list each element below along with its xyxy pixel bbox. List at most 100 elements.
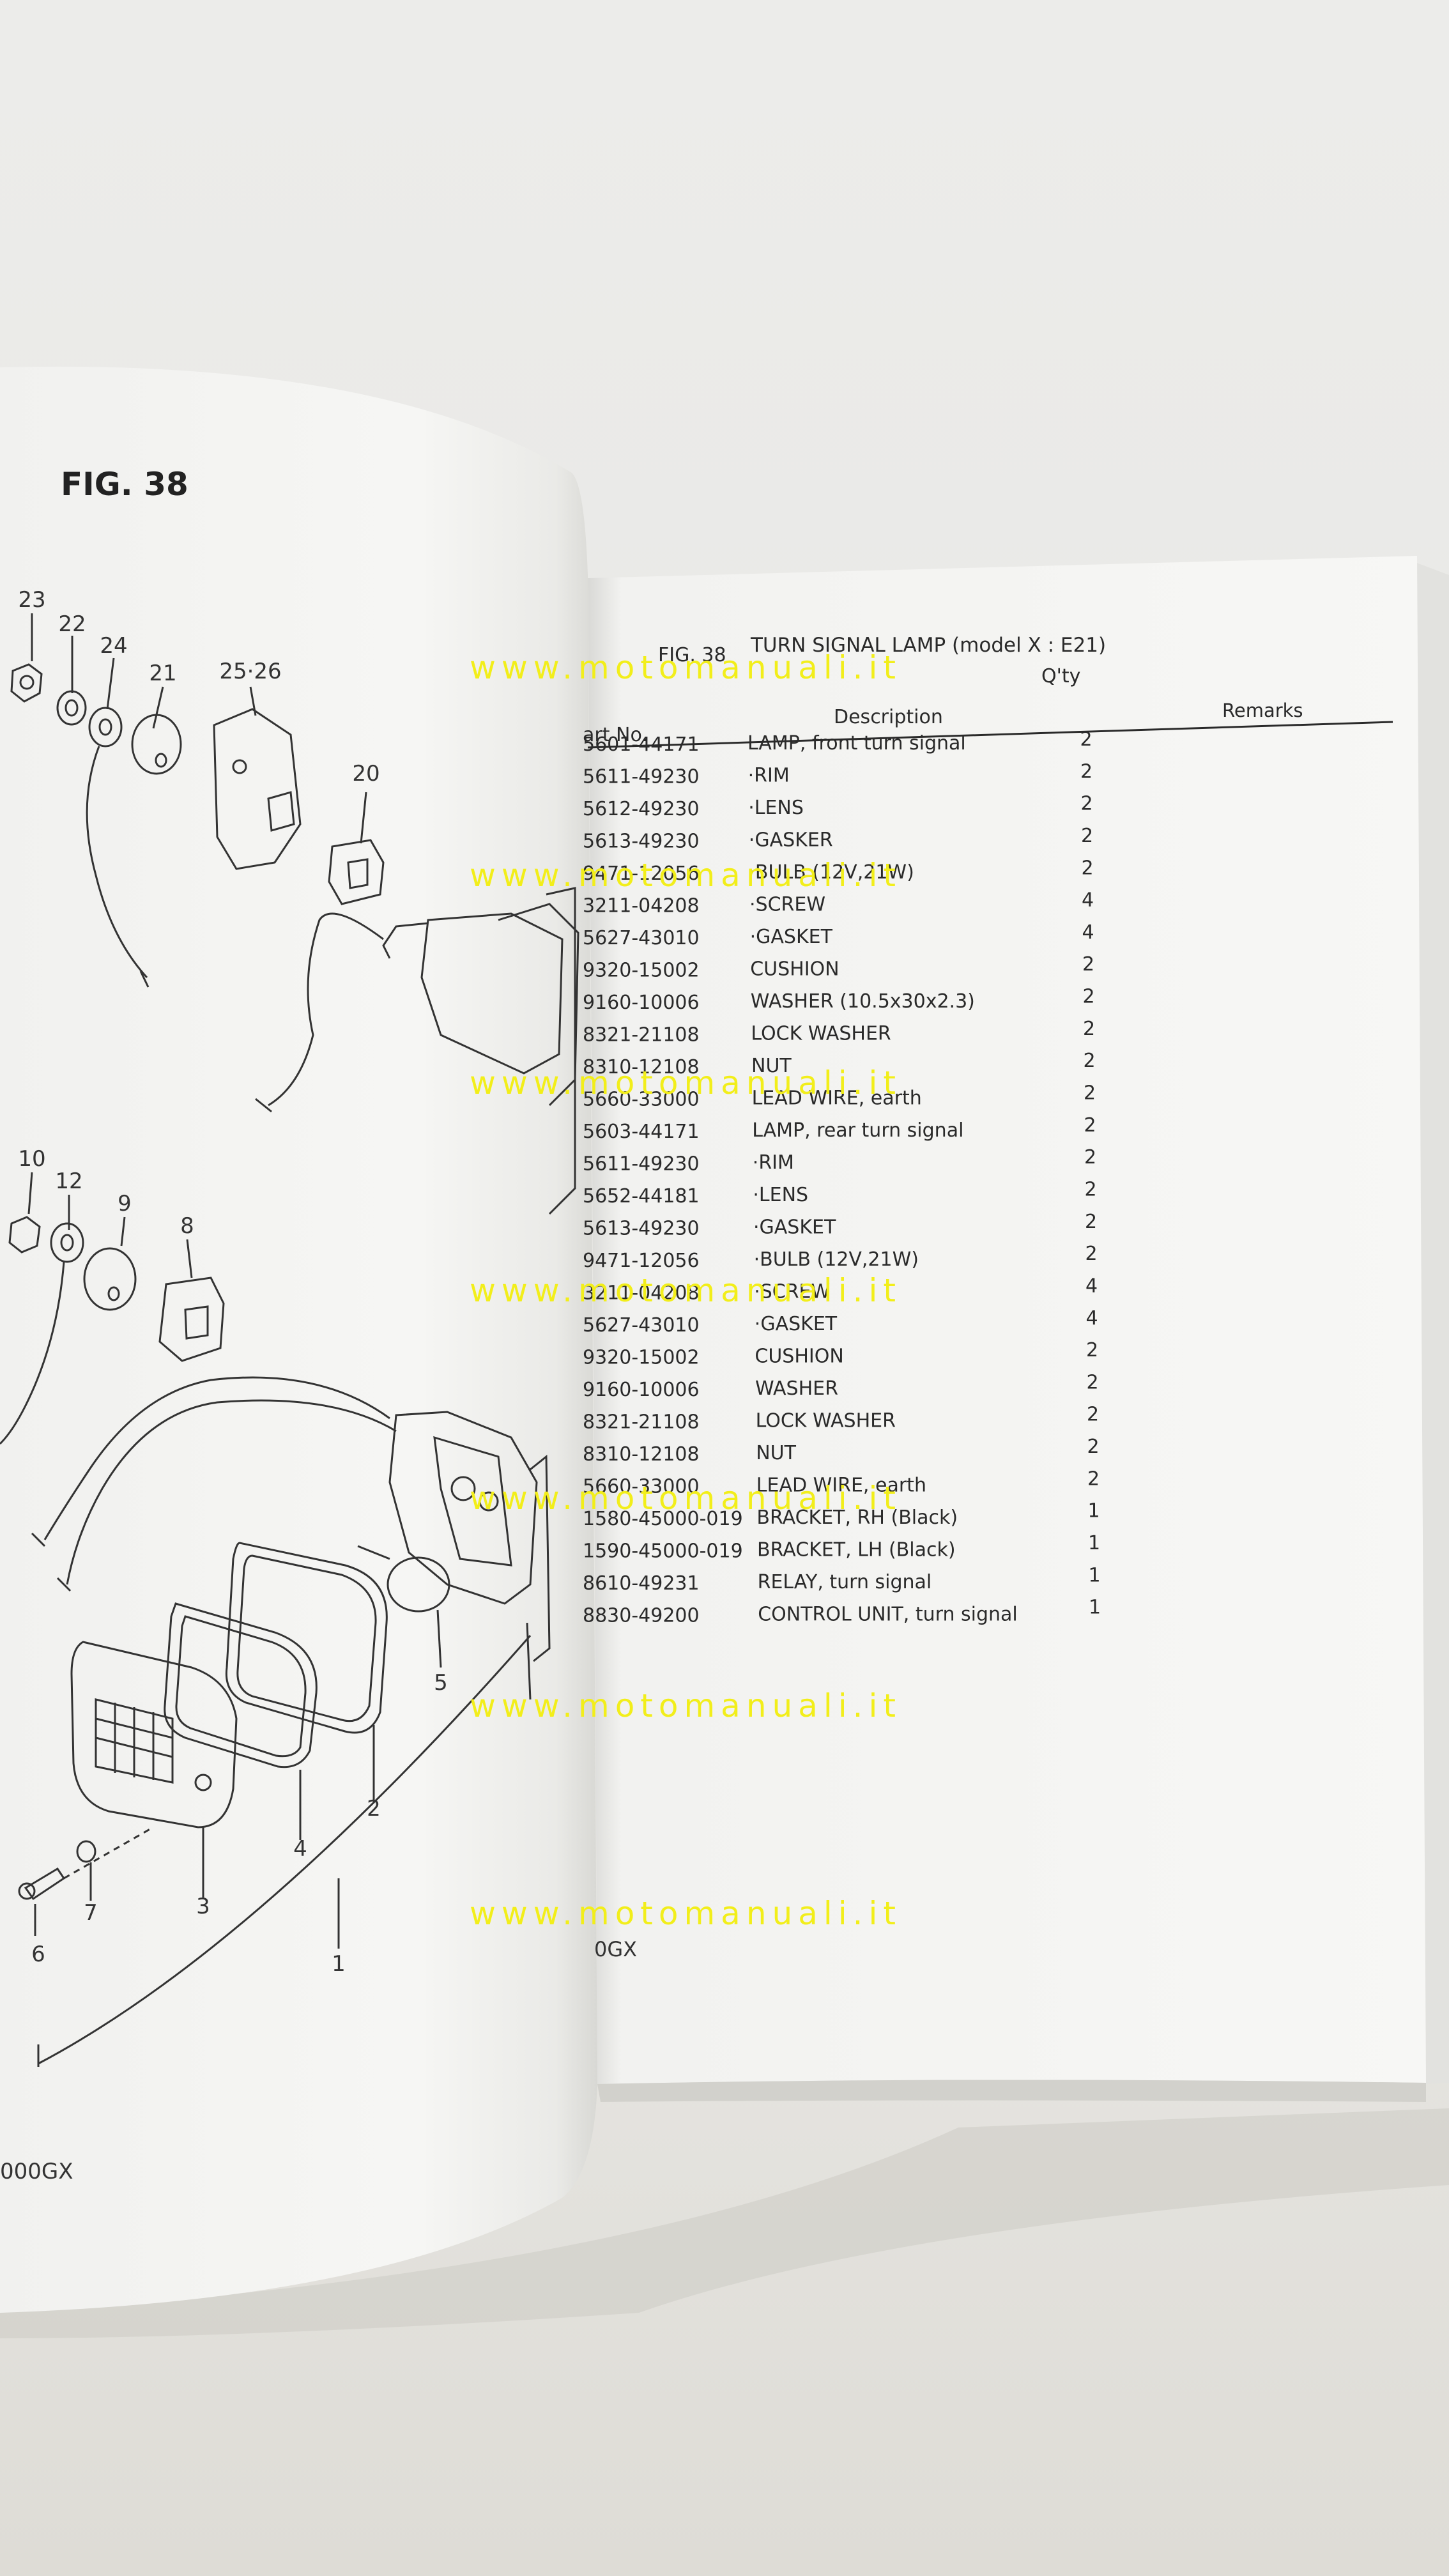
parts-table: 5601-44171 LAMP, front turn signal 2 5611-4… bbox=[583, 728, 1101, 1627]
part-number-cell: 5627-43010 bbox=[583, 1314, 700, 1337]
description-cell: LEAD WIRE, earth bbox=[752, 1087, 922, 1110]
part-number-cell: 9160-10006 bbox=[583, 1379, 700, 1401]
quantity-cell: 2 bbox=[1087, 1468, 1100, 1490]
part-number-cell: 5611-49230 bbox=[583, 766, 700, 788]
callout-number: 1 bbox=[332, 1951, 346, 1977]
right-footer-model: 0GX bbox=[594, 1937, 637, 1961]
part-number-cell: 5613-49230 bbox=[583, 831, 700, 853]
watermark-text: www.motomanuali.it bbox=[470, 1272, 902, 1309]
part-number-cell: 8321-21108 bbox=[583, 1024, 700, 1046]
quantity-cell: 2 bbox=[1085, 1211, 1097, 1233]
part-number-cell: 5601-44171 bbox=[583, 733, 700, 756]
parts-table-header: FIG. 38 TURN SIGNAL LAMP (model X : E21)… bbox=[583, 634, 1393, 749]
quantity-cell: 2 bbox=[1087, 1436, 1099, 1458]
part-number-cell: 5652-44181 bbox=[583, 1185, 700, 1208]
description-cell: LOCK WASHER bbox=[756, 1410, 896, 1432]
remarks-column-header: Remarks bbox=[1222, 700, 1303, 721]
table-title: TURN SIGNAL LAMP (model X : E21) bbox=[750, 634, 1106, 657]
description-cell: ·RIM bbox=[748, 765, 790, 787]
right-page-bottom-edge bbox=[597, 2080, 1426, 2102]
description-cell: NUT bbox=[751, 1055, 792, 1077]
quantity-cell: 4 bbox=[1085, 1307, 1098, 1330]
callout-number: 9 bbox=[118, 1191, 132, 1216]
right-page bbox=[588, 556, 1426, 2084]
description-cell: WASHER (10.5x30x2.3) bbox=[751, 990, 975, 1013]
description-cell: ·GASKER bbox=[749, 829, 833, 852]
callout-number: 5 bbox=[434, 1670, 448, 1696]
watermark-text: www.motomanuali.it bbox=[470, 1480, 902, 1517]
part-number-cell: 1580-45000-019 bbox=[583, 1508, 743, 1530]
book-shadow bbox=[0, 2108, 1449, 2338]
quantity-cell: 2 bbox=[1084, 1082, 1096, 1105]
part-number-cell: 8310-12108 bbox=[583, 1443, 700, 1466]
part-number-cell: 5660-33000 bbox=[583, 1089, 700, 1111]
description-cell: BRACKET, RH (Black) bbox=[756, 1506, 958, 1529]
qty-column-header: Q'ty bbox=[1041, 665, 1080, 687]
exploded-diagram bbox=[0, 613, 579, 2067]
table-fig-ref: FIG. 38 bbox=[658, 644, 726, 666]
part-number-cell: 9160-10006 bbox=[583, 992, 700, 1014]
watermark-text: www.motomanuali.it bbox=[470, 649, 902, 686]
part-number-cell: 3211-04208 bbox=[583, 895, 700, 917]
quantity-cell: 2 bbox=[1086, 1371, 1098, 1393]
description-cell: ·LENS bbox=[748, 797, 804, 819]
description-cell: ·BULB (12V,21W) bbox=[749, 861, 914, 884]
fig-label: FIG. 38 bbox=[61, 466, 188, 503]
watermark-text: www.motomanuali.it bbox=[470, 1895, 902, 1932]
description-cell: CUSHION bbox=[755, 1346, 843, 1368]
description-cell: RELAY, turn signal bbox=[758, 1571, 932, 1593]
description-cell: LOCK WASHER bbox=[751, 1023, 891, 1045]
quantity-cell: 1 bbox=[1087, 1500, 1100, 1522]
part-number-cell: 8310-12108 bbox=[583, 1056, 700, 1078]
callout-number: 22 bbox=[58, 611, 86, 637]
callout-number: 3 bbox=[196, 1894, 210, 1919]
quantity-cell: 4 bbox=[1082, 921, 1094, 944]
quantity-cell: 1 bbox=[1088, 1564, 1100, 1586]
quantity-cell: 2 bbox=[1082, 953, 1094, 976]
callout-number: 6 bbox=[31, 1942, 45, 1967]
callout-number: 24 bbox=[100, 633, 127, 659]
part-number-cell: 3211-04208 bbox=[583, 1282, 700, 1305]
callout-number: 4 bbox=[293, 1836, 307, 1862]
quantity-cell: 2 bbox=[1084, 1114, 1096, 1137]
quantity-cell: 2 bbox=[1083, 1050, 1095, 1072]
description-cell: CONTROL UNIT, turn signal bbox=[758, 1604, 1018, 1626]
callout-number: 25·26 bbox=[219, 659, 281, 684]
part-number-cell: 9471-12056 bbox=[583, 1250, 700, 1272]
quantity-cell: 2 bbox=[1081, 825, 1093, 847]
description-cell: ·GASKET bbox=[753, 1216, 836, 1239]
part-number-cell: 5660-33000 bbox=[583, 1476, 700, 1498]
description-cell: LAMP, front turn signal bbox=[747, 732, 966, 755]
part-number-cell: 5603-44171 bbox=[583, 1121, 700, 1143]
callout-number: 10 bbox=[18, 1146, 45, 1172]
description-cell: ·RIM bbox=[753, 1152, 794, 1174]
description-cell: ·GASKET bbox=[755, 1313, 838, 1335]
part-number-cell: 5613-49230 bbox=[583, 1218, 700, 1240]
quantity-cell: 4 bbox=[1082, 889, 1094, 912]
quantity-cell: 2 bbox=[1086, 1339, 1098, 1361]
callout-number: 8 bbox=[180, 1213, 194, 1239]
part-number-cell: 8321-21108 bbox=[583, 1411, 700, 1434]
callout-number: 23 bbox=[18, 587, 45, 613]
description-cell: ·LENS bbox=[753, 1184, 808, 1206]
left-footer-model: 000GX bbox=[0, 2159, 73, 2184]
description-cell: WASHER bbox=[755, 1377, 838, 1400]
callout-number: 12 bbox=[55, 1169, 82, 1194]
part-number-cell: 1590-45000-019 bbox=[583, 1540, 743, 1563]
quantity-cell: 4 bbox=[1085, 1275, 1098, 1297]
part-number-cell: 9320-15002 bbox=[583, 960, 700, 982]
quantity-cell: 2 bbox=[1084, 1178, 1096, 1200]
part-number-cell: 5627-43010 bbox=[583, 927, 700, 949]
part-number-cell: 5612-49230 bbox=[583, 798, 700, 820]
description-cell: ·BULB (12V,21W) bbox=[754, 1248, 919, 1271]
callout-number: 2 bbox=[367, 1796, 381, 1821]
description-cell: ·SCREW bbox=[754, 1281, 830, 1303]
quantity-cell: 2 bbox=[1085, 1243, 1097, 1265]
callout-number: 20 bbox=[352, 761, 379, 786]
description-cell: LEAD WIRE, earth bbox=[756, 1475, 926, 1497]
description-cell: LAMP, rear turn signal bbox=[752, 1119, 963, 1142]
quantity-cell: 2 bbox=[1080, 760, 1092, 783]
description-cell: ·SCREW bbox=[749, 894, 825, 916]
quantity-cell: 2 bbox=[1084, 1146, 1096, 1169]
